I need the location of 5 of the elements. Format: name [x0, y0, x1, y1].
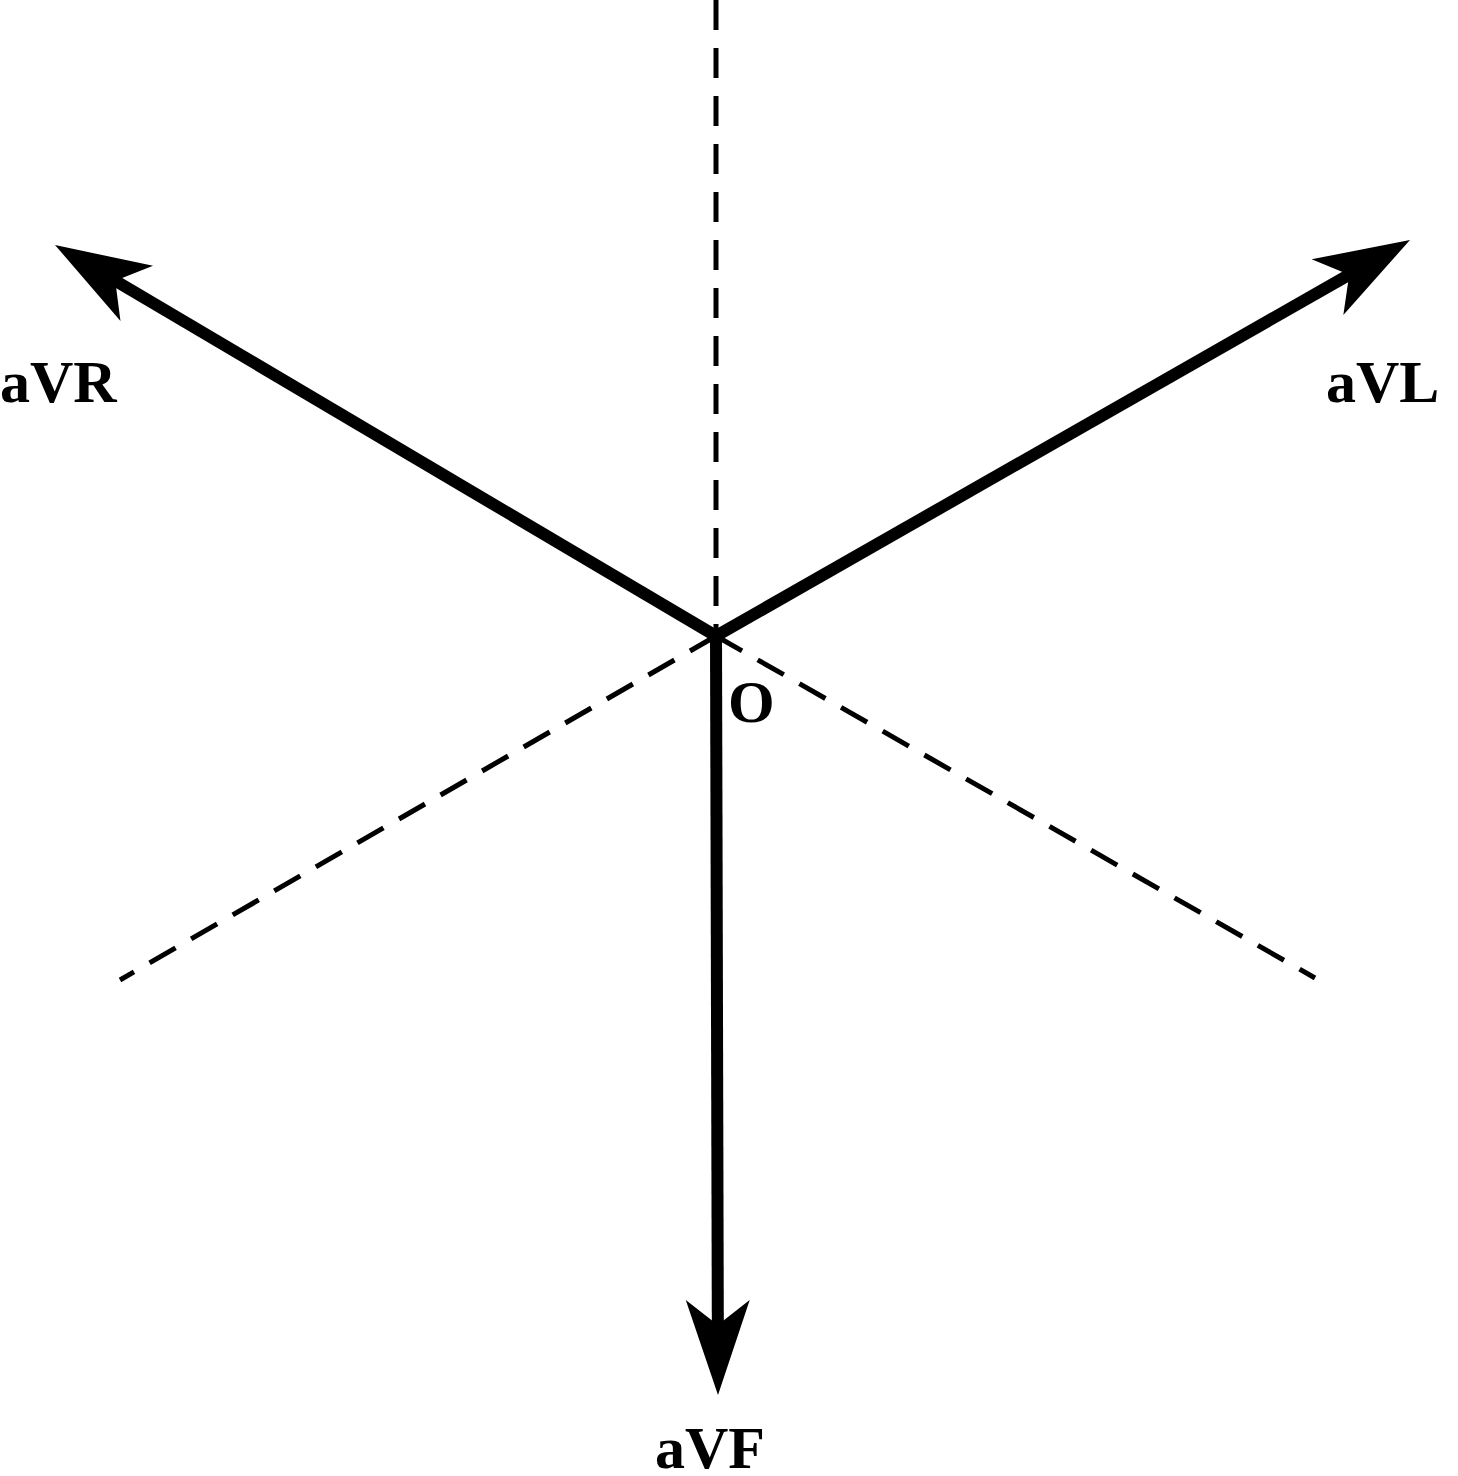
- arrow: [685, 636, 750, 1395]
- lead-label: aVL: [1326, 352, 1440, 412]
- point-label: O: [716, 636, 775, 732]
- lead-label: aVR: [0, 352, 117, 412]
- lead-label: aVF: [655, 1418, 765, 1476]
